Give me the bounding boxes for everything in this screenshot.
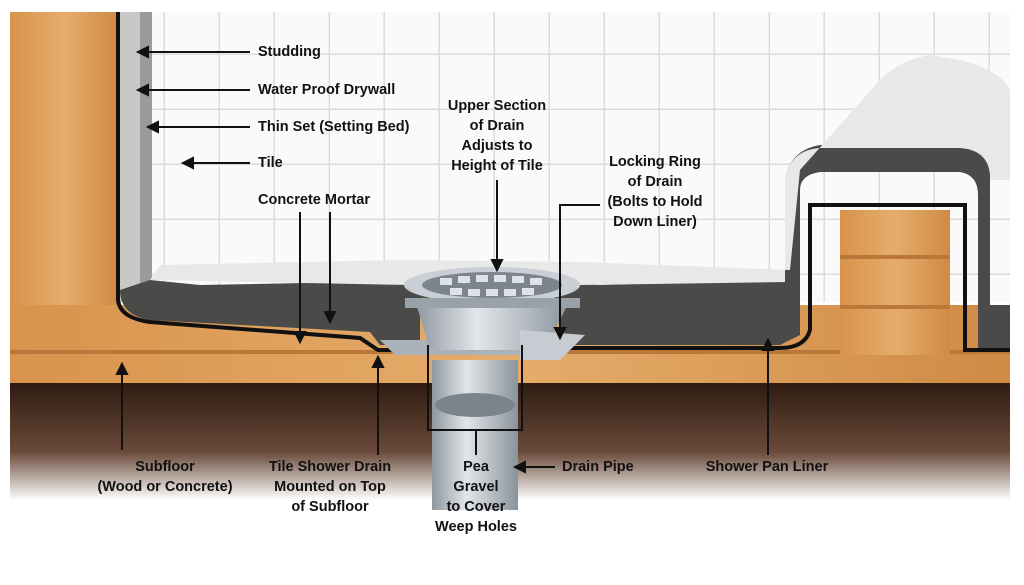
label-line: Tile Shower Drain (268, 459, 392, 475)
label-line: Height of Tile (451, 158, 543, 174)
label-line: (Wood or Concrete) (97, 479, 233, 495)
label-line: (Bolts to Hold (607, 194, 703, 210)
label-thinset: Thin Set (Setting Bed) (258, 119, 410, 135)
label-mortar: Concrete Mortar (258, 192, 370, 208)
label-subfloor: Subfloor (Wood or Concrete) (97, 457, 232, 497)
label-line: Upper Section (447, 98, 547, 114)
studding (10, 12, 118, 305)
shower-pan-liner (116, 12, 1010, 352)
label-tile: Tile (258, 155, 283, 171)
locking-ring (520, 330, 585, 360)
label-line: Subfloor (135, 459, 195, 475)
label-line: Adjusts to (461, 138, 533, 154)
label-line: to Cover (446, 499, 506, 515)
label-line: Locking Ring (609, 154, 701, 170)
label-studding: Studding (258, 44, 321, 60)
label-locking-ring: Locking Ring of Drain (Bolts to Hold Dow… (607, 152, 702, 232)
label-drain-pipe: Drain Pipe (562, 459, 634, 475)
label-line: Pea (463, 459, 489, 475)
label-line: Gravel (453, 479, 499, 495)
label-drywall: Water Proof Drywall (258, 82, 396, 98)
label-drain-mount: Tile Shower Drain Mounted on Top of Subf… (269, 457, 391, 517)
label-line: of Drain (469, 118, 525, 134)
curb-wood (840, 210, 950, 355)
label-line: of Drain (627, 174, 683, 190)
tile-floor (150, 55, 1010, 285)
label-upper-section: Upper Section of Drain Adjusts to Height… (448, 96, 546, 176)
label-shower-pan-liner: Shower Pan Liner (705, 459, 829, 475)
label-line: of Subfloor (291, 499, 369, 515)
label-line: Mounted on Top (274, 479, 386, 495)
label-line: Down Liner) (613, 214, 697, 230)
label-pea-gravel: Pea Gravel to Cover Weep Holes (435, 457, 517, 537)
label-line: Weep Holes (435, 519, 517, 535)
